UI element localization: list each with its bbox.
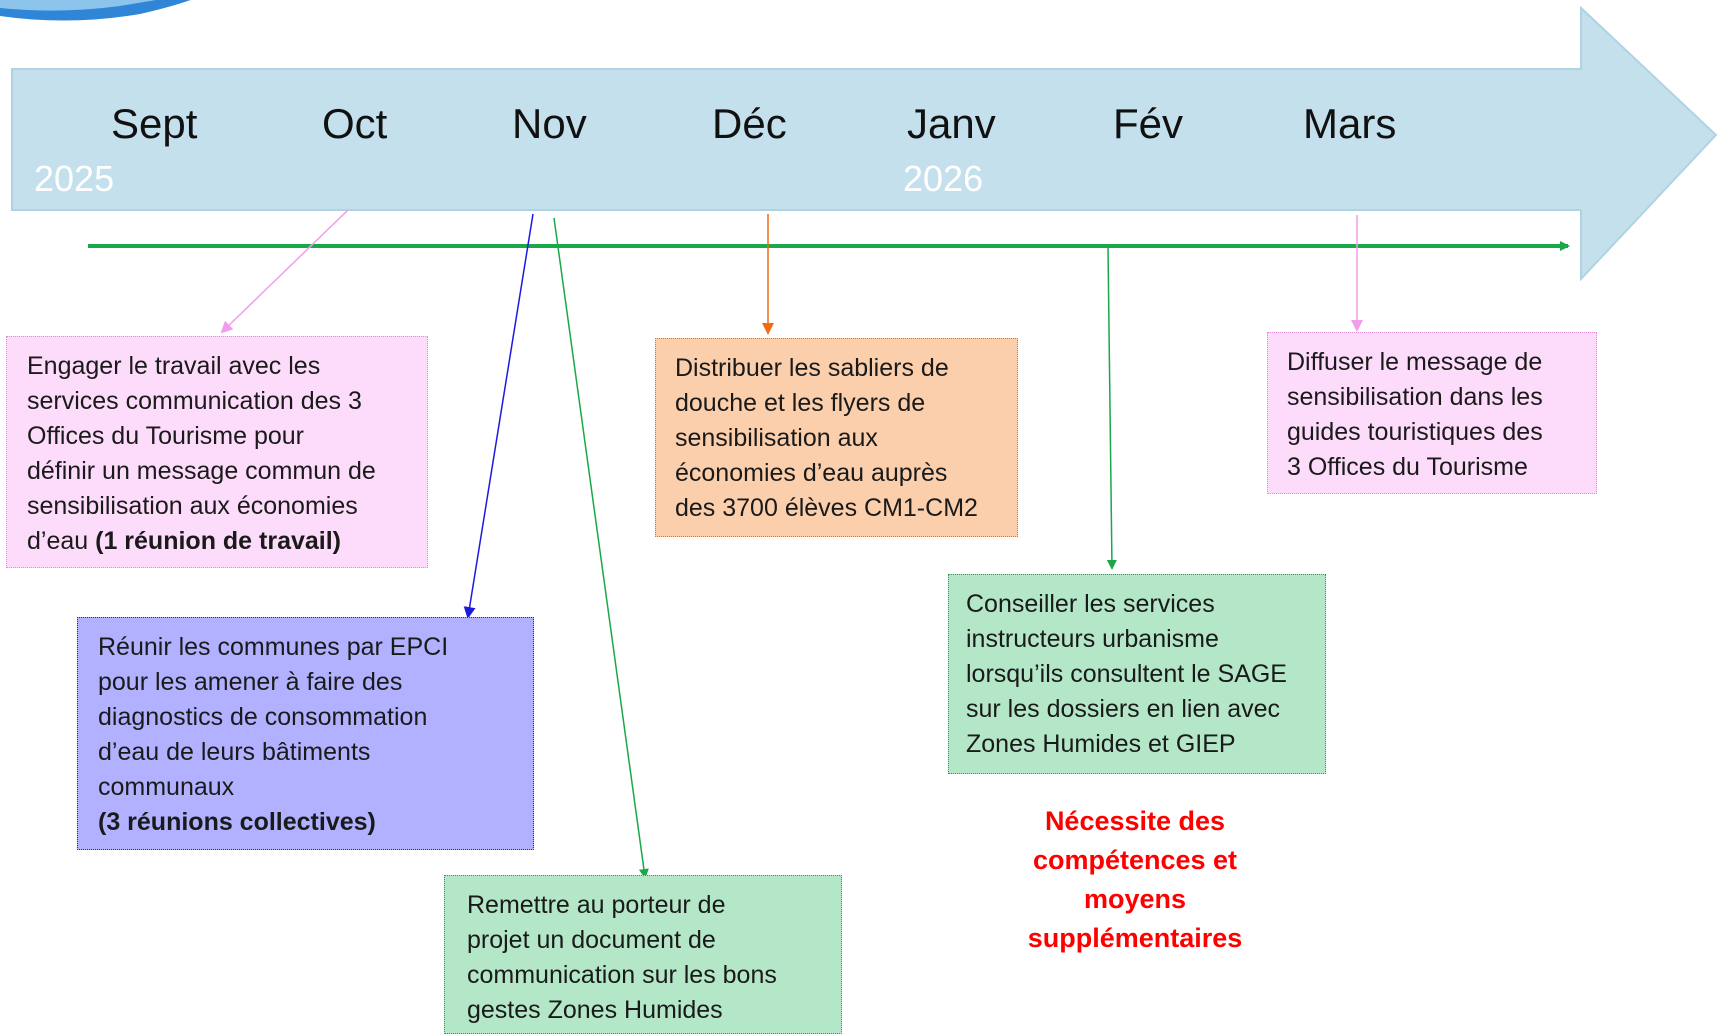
task-line: sensibilisation aux	[675, 424, 878, 452]
task-line: Distribuer les sabliers de	[675, 354, 949, 382]
connector-oct	[220, 209, 349, 334]
connector-nov-green	[553, 217, 649, 879]
task-line: Réunir les communes par EPCI	[98, 633, 449, 661]
task-line: d’eau de leurs bâtiments	[98, 738, 371, 766]
task-box-tourist-guides: Diffuser le message de sensibilisation d…	[1267, 332, 1597, 494]
month-label-janv: Janv	[907, 100, 996, 147]
task-line: projet un document de	[467, 926, 716, 954]
task-line: économies d’eau auprès	[675, 459, 948, 487]
month-label-dec: Déc	[712, 100, 787, 147]
year-label-2025: 2025	[34, 158, 115, 199]
timeline-band-arrow	[11, 5, 1717, 282]
task-line: lorsqu’ils consultent le SAGE	[966, 660, 1287, 688]
task-line: diagnostics de consommation	[98, 703, 428, 731]
task-box-shower-timers: Distribuer les sabliers de douche et les…	[655, 338, 1018, 537]
task-box-communes-epci: Réunir les communes par EPCI pour les am…	[77, 617, 534, 850]
task-line: d’eau (1 réunion de travail)	[27, 524, 427, 559]
task-box-urban-planning: Conseiller les services instructeurs urb…	[948, 574, 1326, 774]
task-line: Zones Humides et GIEP	[966, 730, 1236, 758]
note-line: supplémentaires	[1027, 923, 1243, 953]
task-line: instructeurs urbanisme	[966, 625, 1219, 653]
task-line: des 3700 élèves CM1-CM2	[675, 494, 978, 522]
month-label-sept: Sept	[111, 100, 198, 147]
task-line: services communication des 3	[27, 387, 362, 415]
task-meeting-count: (1 réunion de travail)	[95, 527, 342, 555]
task-line: sensibilisation aux économies	[27, 492, 358, 520]
task-box-tourism-message: Engager le travail avec les services com…	[6, 336, 428, 568]
month-label-mars: Mars	[1303, 100, 1397, 147]
note-line: compétences et	[1032, 845, 1238, 875]
task-line: sur les dossiers en lien avec	[966, 695, 1281, 723]
month-label-nov: Nov	[512, 100, 587, 147]
task-line: Engager le travail avec les	[27, 352, 321, 380]
task-line: douche et les flyers de	[675, 389, 926, 417]
month-label-oct: Oct	[322, 100, 388, 147]
task-line: communication sur les bons	[467, 961, 777, 989]
task-line: Offices du Tourisme pour	[27, 422, 304, 450]
task-line: Remettre au porteur de	[467, 891, 726, 919]
task-line: sensibilisation dans les	[1287, 383, 1543, 411]
task-line: Conseiller les services	[966, 590, 1215, 618]
task-line: pour les amener à faire des	[98, 668, 403, 696]
month-label-fev: Fév	[1113, 100, 1184, 147]
task-line: Diffuser le message de	[1287, 348, 1543, 376]
task-meeting-count: (3 réunions collectives)	[98, 808, 376, 836]
task-box-wetlands-document: Remettre au porteur de projet un documen…	[444, 875, 842, 1034]
connector-fev	[1106, 247, 1117, 570]
resources-note: Nécessite des compétences et moyens supp…	[990, 802, 1280, 958]
task-line: 3 Offices du Tourisme	[1287, 453, 1528, 481]
note-line: moyens	[1083, 884, 1187, 914]
task-line: définir un message commun de	[27, 457, 376, 485]
task-line: guides touristiques des	[1287, 418, 1543, 446]
connector-nov-blue	[463, 213, 534, 619]
task-line: gestes Zones Humides	[467, 996, 723, 1024]
year-label-2026: 2026	[903, 158, 984, 199]
task-line: communaux	[98, 773, 235, 801]
logo-fragment	[0, 0, 191, 21]
note-line: Nécessite des	[1044, 806, 1226, 836]
task-line-text: d’eau	[27, 527, 96, 555]
